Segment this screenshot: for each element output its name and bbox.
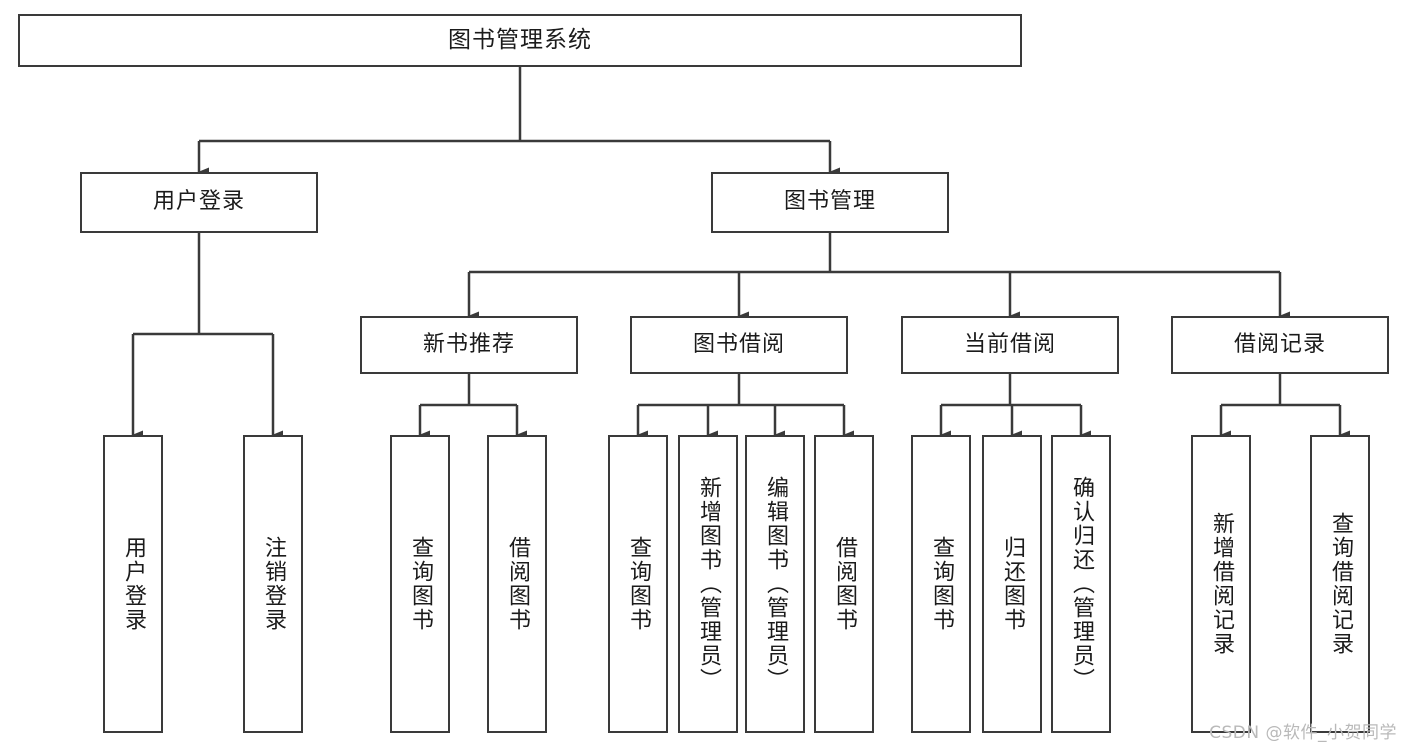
node-label: 查询借阅记录 (1327, 512, 1353, 656)
node-leaf-return-book[interactable]: 归还图书 (982, 435, 1042, 733)
node-label: 借阅图书 (504, 536, 530, 632)
node-label: 新书推荐 (422, 331, 515, 357)
node-label: 图书管理 (783, 189, 876, 215)
node-leaf-query-book-3[interactable]: 查询图书 (911, 435, 971, 733)
node-label: 编辑图书（管理员） (762, 476, 788, 692)
node-leaf-query-record[interactable]: 查询借阅记录 (1310, 435, 1370, 733)
node-label: 查询图书 (625, 536, 651, 632)
node-label: 注销登录 (260, 536, 286, 632)
node-label: 用户登录 (120, 536, 146, 632)
node-new-book-recommend[interactable]: 新书推荐 (360, 316, 578, 374)
node-leaf-edit-book[interactable]: 编辑图书（管理员） (745, 435, 805, 733)
node-leaf-query-book-2[interactable]: 查询图书 (608, 435, 668, 733)
node-leaf-user-login[interactable]: 用户登录 (103, 435, 163, 733)
node-label: 图书管理系统 (448, 26, 592, 53)
watermark: CSDN @软件_小贺同学 (1209, 723, 1397, 743)
node-borrow-record[interactable]: 借阅记录 (1171, 316, 1389, 374)
node-leaf-borrow-book-1[interactable]: 借阅图书 (487, 435, 547, 733)
node-label: 新增借阅记录 (1208, 512, 1234, 656)
node-label: 图书借阅 (692, 331, 785, 357)
node-leaf-confirm-return[interactable]: 确认归还（管理员） (1051, 435, 1111, 733)
node-label: 归还图书 (999, 536, 1025, 632)
node-label: 查询图书 (407, 536, 433, 632)
node-label: 查询图书 (928, 536, 954, 632)
node-label: 当前借阅 (963, 331, 1056, 357)
node-label: 借阅图书 (831, 536, 857, 632)
node-leaf-add-book[interactable]: 新增图书（管理员） (678, 435, 738, 733)
node-label: 确认归还（管理员） (1068, 476, 1094, 692)
node-label: 借阅记录 (1233, 331, 1326, 357)
node-leaf-borrow-book-2[interactable]: 借阅图书 (814, 435, 874, 733)
node-leaf-user-logout[interactable]: 注销登录 (243, 435, 303, 733)
node-root[interactable]: 图书管理系统 (18, 14, 1022, 67)
node-current-borrow[interactable]: 当前借阅 (901, 316, 1119, 374)
node-leaf-query-book-1[interactable]: 查询图书 (390, 435, 450, 733)
node-label: 新增图书（管理员） (695, 476, 721, 692)
node-leaf-add-record[interactable]: 新增借阅记录 (1191, 435, 1251, 733)
node-book-manage[interactable]: 图书管理 (711, 172, 949, 233)
node-book-borrow[interactable]: 图书借阅 (630, 316, 848, 374)
node-label: 用户登录 (152, 189, 245, 215)
node-user-login[interactable]: 用户登录 (80, 172, 318, 233)
